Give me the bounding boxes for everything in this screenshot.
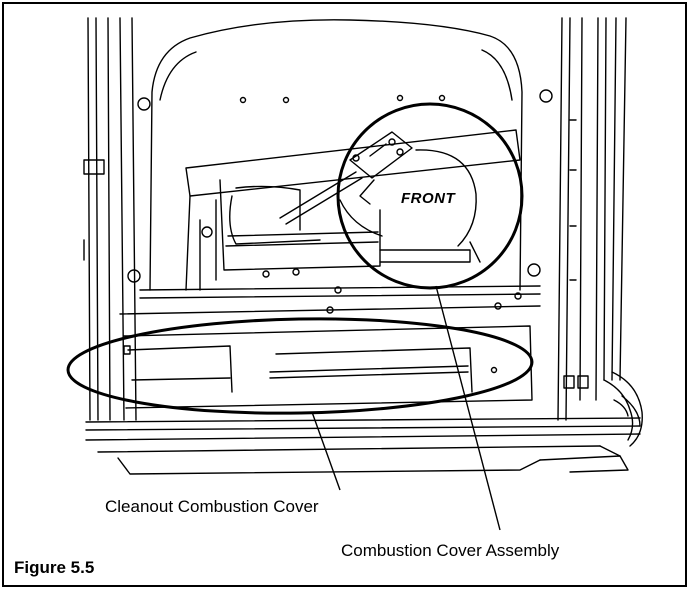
cleanout-cover-label: Cleanout Combustion Cover: [105, 497, 319, 516]
front-marking: FRONT: [401, 190, 456, 207]
assembly-label: Combustion Cover Assembly: [341, 541, 560, 560]
lower-ledge: [119, 285, 541, 315]
assembly-leader-line: [435, 285, 501, 531]
left-side-panel: [83, 17, 137, 421]
right-side-panel: [557, 17, 643, 447]
burn-chamber: [185, 129, 521, 291]
combustion-assembly-circle: [336, 102, 524, 290]
cleanout-cover-detail: [123, 325, 533, 409]
stove-base: [85, 417, 641, 475]
combustion-cover-detail: [339, 131, 477, 247]
cleanout-cover-ellipse: [66, 317, 534, 415]
firebox-back: [149, 19, 523, 291]
figure-caption: Figure 5.5: [14, 558, 95, 577]
cleanout-leader-line: [311, 411, 341, 491]
